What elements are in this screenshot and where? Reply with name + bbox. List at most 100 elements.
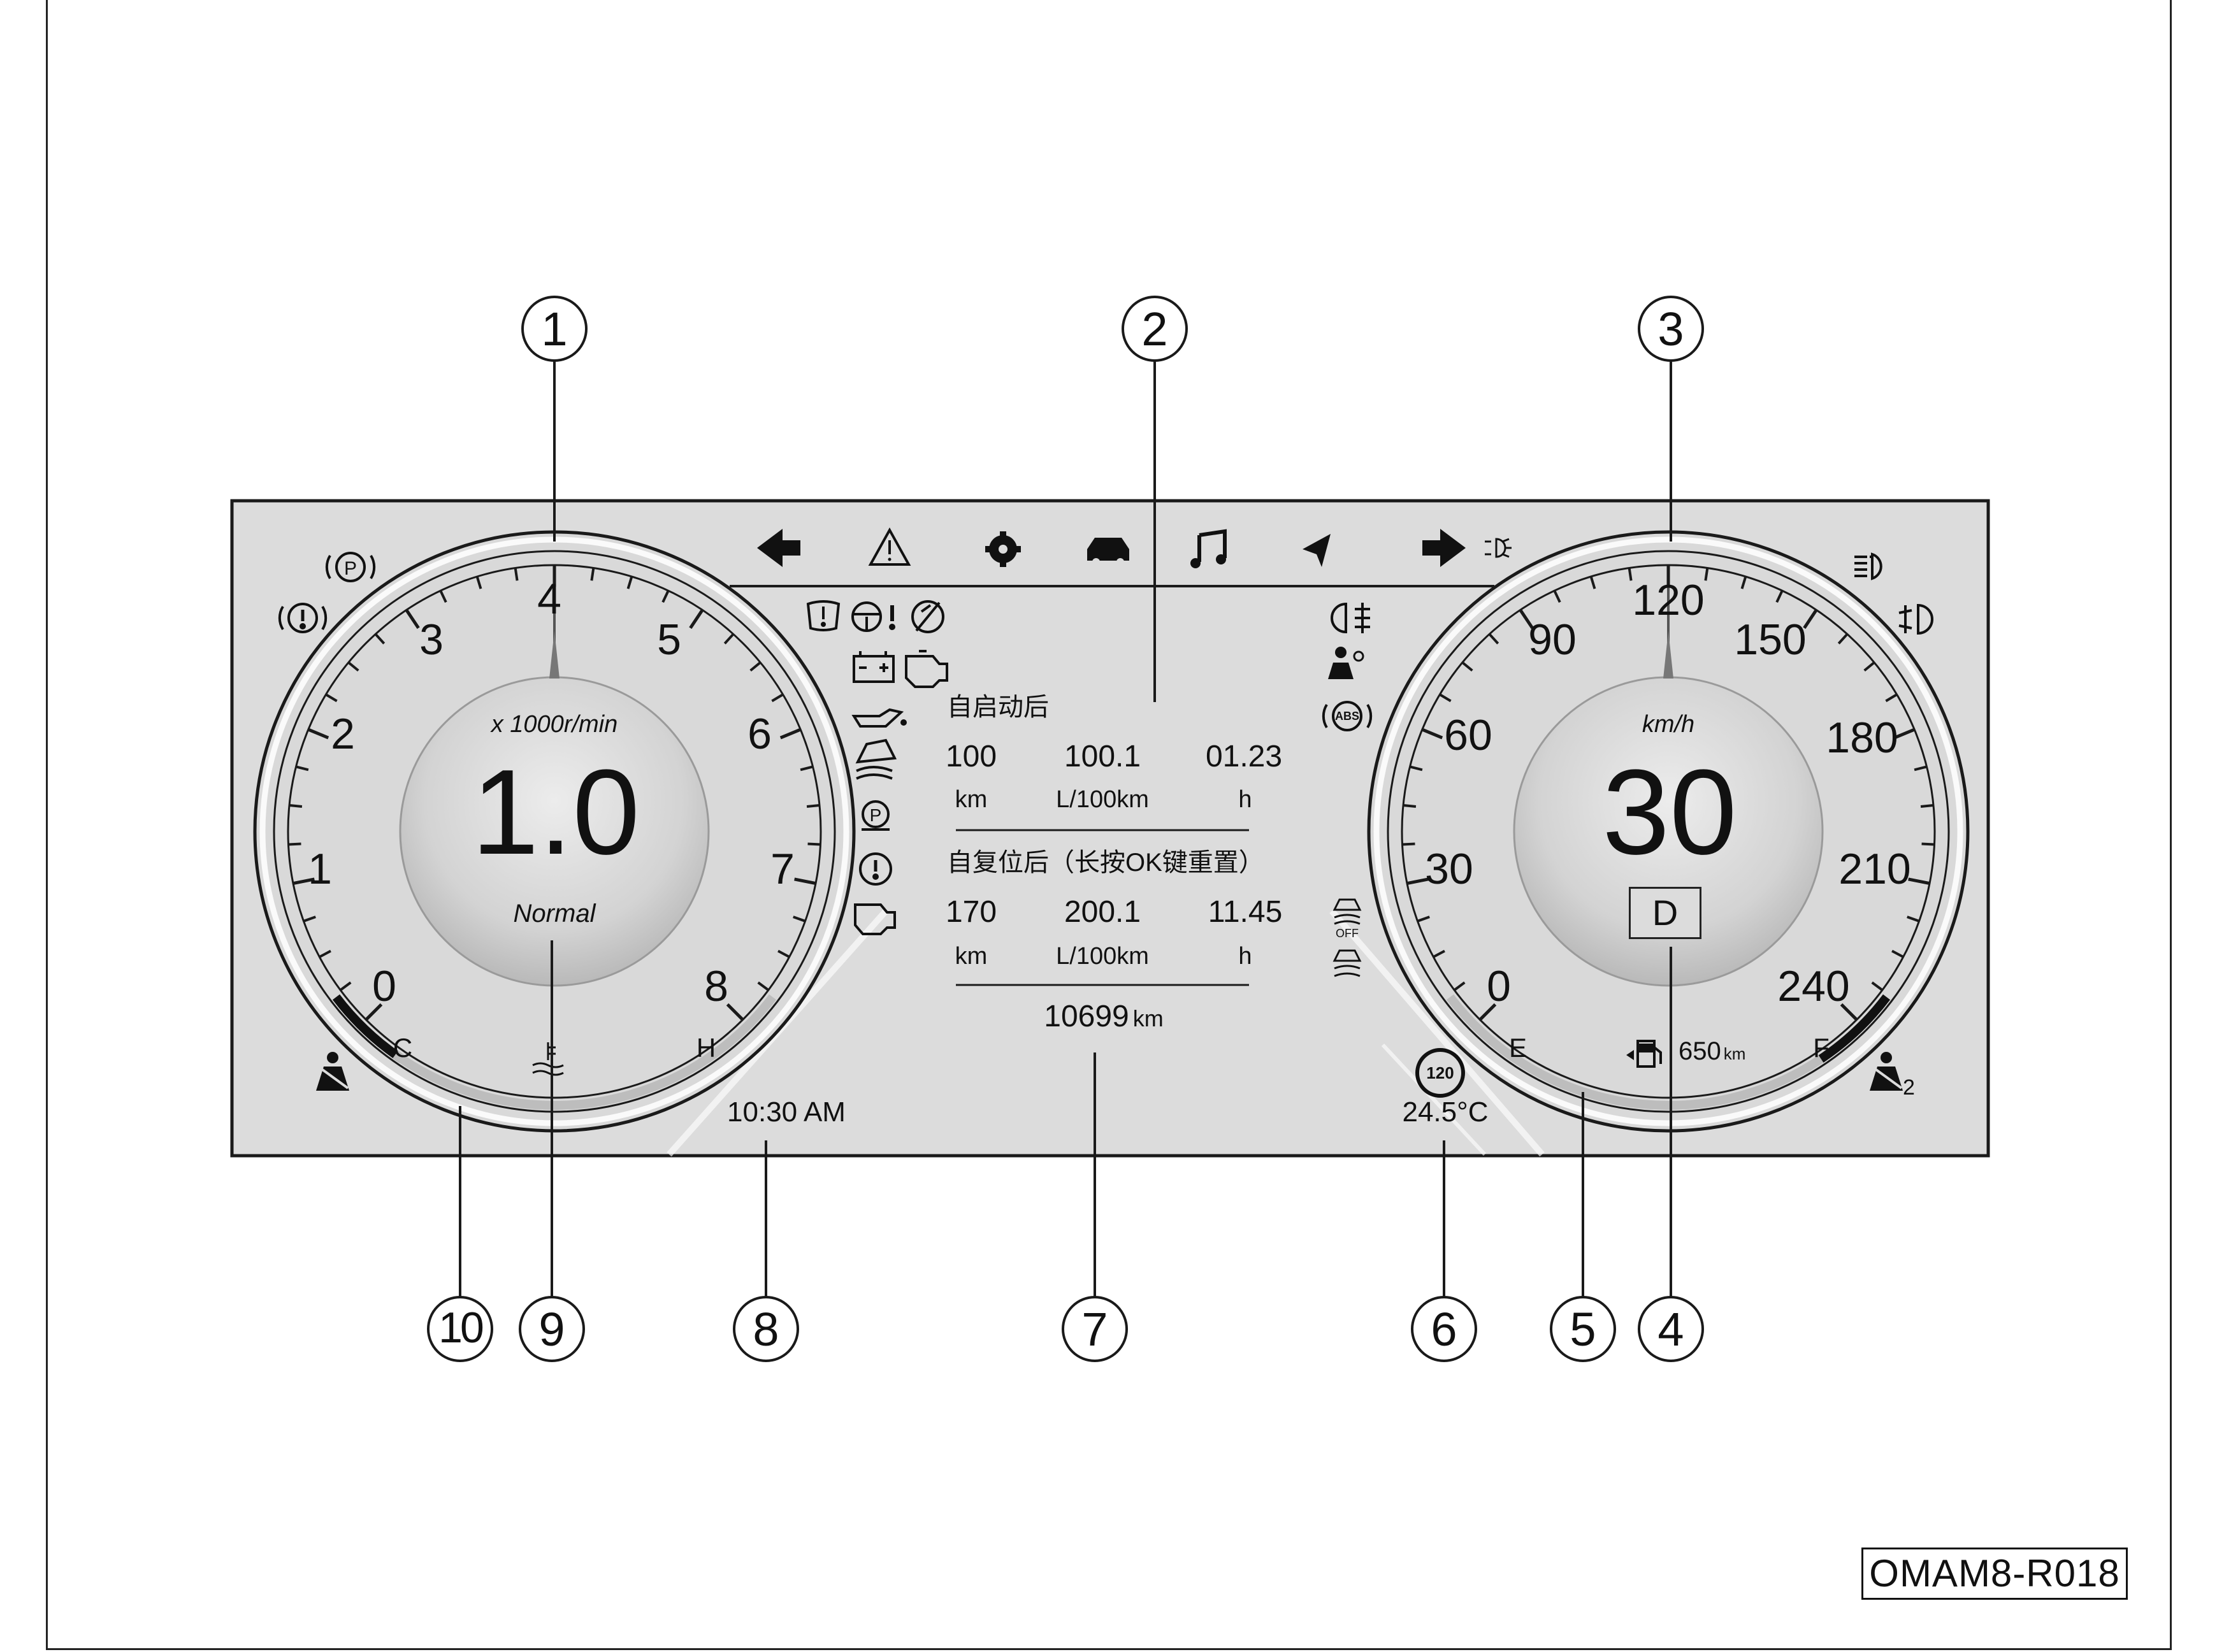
clock: 10:30 AM	[727, 1096, 846, 1128]
speed-scale-210: 210	[1838, 845, 1911, 893]
tach-scale-4: 4	[537, 575, 561, 623]
tach-scale-2: 2	[331, 710, 355, 758]
tachometer-tick	[347, 661, 359, 672]
tachometer-tick	[374, 633, 386, 645]
speedometer-tick	[1478, 1003, 1497, 1021]
tachometer-tick	[777, 949, 790, 958]
trip2-time: 11.45	[1208, 895, 1283, 929]
engine-fault-icon	[905, 650, 948, 688]
speedometer-tick	[1421, 728, 1443, 740]
speedometer-tick	[1908, 877, 1930, 885]
hazard-warning-icon	[868, 527, 911, 566]
speedometer-tick	[1921, 842, 1935, 846]
trip1-distance-unit: km	[955, 786, 988, 813]
speedometer-tick	[1628, 568, 1633, 581]
passenger-seat-index: 2	[1903, 1075, 1915, 1100]
speedometer-tick	[1775, 590, 1784, 603]
speed-value: 30	[1602, 745, 1737, 880]
trip1-consumption: 100.1	[1064, 740, 1141, 773]
gear-indicator: D	[1629, 887, 1701, 939]
speed-limit-value: 120	[1426, 1063, 1454, 1082]
trip1-distance: 100	[945, 740, 997, 773]
speedometer-tick	[1553, 590, 1561, 603]
battery-icon	[853, 651, 895, 683]
speed-scale-30: 30	[1425, 845, 1473, 893]
speedometer-tick	[1410, 765, 1423, 772]
fuel-range-value: 650	[1679, 1037, 1721, 1065]
tachometer-tick	[794, 877, 816, 885]
trip-since-start-title: 自启动后	[947, 693, 1049, 721]
left-turn-icon	[757, 529, 800, 567]
tachometer-tick	[289, 804, 303, 808]
fuel-pump-icon	[1626, 1040, 1662, 1068]
tachometer-tick	[340, 981, 352, 991]
trip2-consumption-unit: L/100km	[1056, 943, 1149, 970]
tachometer-tick	[726, 1003, 744, 1021]
check-engine-icon	[854, 903, 896, 935]
tachometer-tick	[296, 765, 309, 772]
fuel-bar-segment	[1581, 1087, 1673, 1110]
esc-off-icon	[1332, 898, 1362, 925]
callout-6: 6	[1431, 1303, 1457, 1356]
svg-text:P: P	[344, 558, 357, 579]
music-note-icon	[1190, 529, 1227, 568]
tachometer-tick	[439, 590, 447, 603]
seatbelt-passenger-icon	[1870, 1052, 1903, 1091]
trip1-time-unit: h	[1238, 786, 1252, 813]
tachometer-tick	[303, 916, 316, 923]
callout-7: 7	[1081, 1303, 1108, 1356]
brake-warning-icon	[278, 603, 328, 633]
fuel-empty-label: E	[1508, 1033, 1527, 1063]
speedometer-tick	[1863, 661, 1875, 672]
trip2-distance-unit: km	[955, 943, 988, 970]
callout-10: 10	[438, 1304, 484, 1352]
abs-icon	[1322, 701, 1373, 731]
navigation-arrow-icon	[1303, 534, 1331, 567]
speedometer-tick	[1740, 576, 1747, 589]
svg-text:P: P	[870, 805, 882, 825]
tachometer-tick	[793, 916, 806, 923]
temp-bar-segment	[393, 1051, 478, 1098]
callout-3: 3	[1657, 303, 1684, 356]
speedometer-tick	[1488, 633, 1499, 645]
speed-scale-150: 150	[1734, 615, 1807, 664]
speed-unit: km/h	[1642, 711, 1695, 738]
tachometer-tick	[749, 661, 762, 672]
speedometer-tick	[1914, 765, 1927, 772]
speedometer-tick	[1417, 916, 1430, 923]
fuel-full-label: F	[1813, 1033, 1830, 1063]
speed-scale-240: 240	[1777, 962, 1850, 1010]
speedometer-tick	[1920, 804, 1934, 808]
traction-control-icon	[855, 738, 897, 780]
temp-hot-label: H	[696, 1033, 716, 1063]
speedometer-tick	[1907, 916, 1920, 923]
trip2-time-unit: h	[1238, 943, 1252, 970]
speed-scale-120: 120	[1632, 576, 1705, 624]
tach-value: 1.0	[471, 745, 640, 880]
trip1-time: 01.23	[1205, 740, 1283, 773]
trip1-consumption-unit: L/100km	[1056, 786, 1149, 813]
tach-unit: x 1000r/min	[491, 711, 618, 738]
tach-scale-1: 1	[308, 845, 332, 893]
temp-bar-segment	[550, 1087, 642, 1110]
callout-8: 8	[753, 1303, 779, 1356]
tachometer-tick	[292, 877, 315, 885]
figure-code: OMAM8-R018	[1861, 1548, 2128, 1600]
speed-scale-180: 180	[1826, 714, 1898, 762]
speedometer-tick	[1403, 804, 1417, 808]
tachometer-tick	[307, 728, 329, 740]
odometer-unit: km	[1132, 1005, 1164, 1031]
fuel-bar-segment	[1664, 1087, 1756, 1110]
speedometer-tick	[1803, 609, 1818, 629]
speedometer-tick	[1519, 609, 1534, 629]
tachometer-tick	[689, 609, 704, 629]
temp-cold-label: C	[393, 1033, 413, 1063]
parking-light-icon	[1485, 538, 1512, 558]
tachometer-tick	[514, 568, 519, 581]
epb-fault-icon: P	[862, 800, 890, 831]
tire-pressure-icon	[806, 600, 841, 631]
